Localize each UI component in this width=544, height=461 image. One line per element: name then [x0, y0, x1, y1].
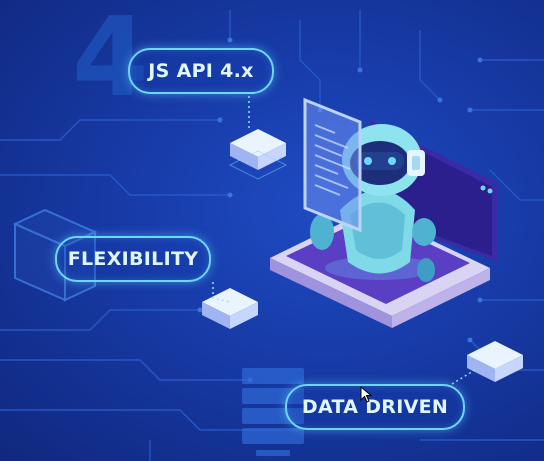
- mouse-cursor-icon: [360, 386, 373, 403]
- chip-icon: [467, 341, 523, 382]
- feature-pill-data-driven: DATA DRIVEN: [285, 384, 465, 430]
- feature-pill-flexibility: FLEXIBILITY: [55, 236, 211, 282]
- robot-icon: [310, 124, 436, 282]
- feature-label-api: JS API 4.x: [148, 60, 254, 82]
- feature-pill-api: JS API 4.x: [128, 48, 274, 94]
- feature-label-flexibility: FLEXIBILITY: [67, 248, 199, 270]
- chip-icon: [202, 288, 258, 329]
- chip-icon: [228, 129, 288, 180]
- feature-label-data-driven: DATA DRIVEN: [301, 396, 449, 418]
- holographic-screen: [303, 97, 362, 233]
